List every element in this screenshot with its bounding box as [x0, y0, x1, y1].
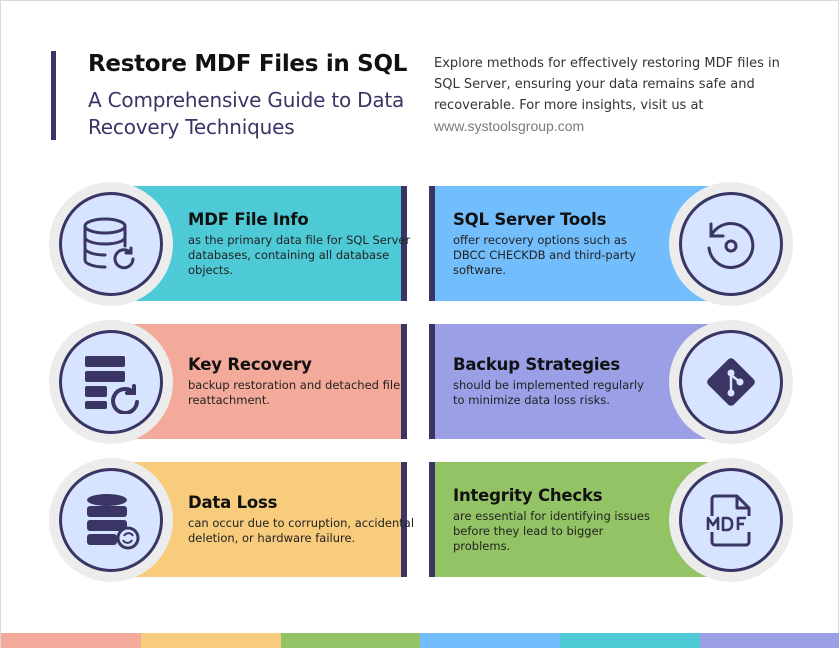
- mdf-file-icon: [705, 494, 751, 547]
- footer-segment: [420, 633, 561, 648]
- footer-segment: [140, 633, 281, 648]
- server-refresh-icon: [85, 356, 139, 414]
- card-title: MDF File Info: [188, 209, 309, 229]
- footer-segment: [280, 633, 421, 648]
- page-title: Restore MDF Files in SQL: [88, 51, 408, 77]
- icon-badge: [49, 320, 173, 444]
- website-link[interactable]: www.systoolsgroup.com: [434, 118, 585, 134]
- page-subtitle: A Comprehensive Guide to Data Recovery T…: [88, 88, 405, 139]
- card-title: Backup Strategies: [453, 355, 620, 374]
- card-title: Integrity Checks: [453, 485, 603, 505]
- card-description: can occur due to corruption, accidental …: [188, 516, 415, 545]
- card-description: backup restoration and detached file rea…: [188, 378, 401, 407]
- footer-color-stripe: [1, 633, 839, 648]
- database-sync-icon: [87, 494, 140, 550]
- card-description: should be implemented regularly to minim…: [453, 378, 644, 407]
- card-title: Data Loss: [188, 493, 278, 512]
- footer-segment: [560, 633, 701, 648]
- icon-badge: [669, 458, 793, 582]
- card-divider: [429, 186, 435, 301]
- card-divider: [429, 462, 435, 577]
- card-divider: [401, 186, 407, 301]
- git-icon: [707, 358, 755, 406]
- card-description: as the primary data file for SQL Server …: [188, 232, 411, 277]
- card-divider: [401, 324, 407, 439]
- title-accent-bar: [51, 51, 56, 140]
- icon-badge: [49, 458, 173, 582]
- card-divider: [401, 462, 407, 577]
- card-title: Key Recovery: [188, 355, 312, 374]
- footer-segment: [1, 633, 141, 648]
- card-divider: [429, 324, 435, 439]
- card-description: are essential for identifying issues bef…: [453, 508, 650, 553]
- footer-segment: [700, 633, 839, 648]
- intro-paragraph: Explore methods for effectively restorin…: [434, 56, 780, 113]
- icon-badge: [669, 182, 793, 306]
- icon-badge: [49, 182, 173, 306]
- database-refresh-icon: [83, 217, 135, 270]
- restore-disc-icon: [707, 222, 755, 269]
- icon-badge: [669, 320, 793, 444]
- intro-text: Explore methods for effectively restorin…: [434, 53, 794, 137]
- card-description: offer recovery options such as DBCC CHEC…: [453, 232, 636, 277]
- card-title: SQL Server Tools: [453, 209, 607, 229]
